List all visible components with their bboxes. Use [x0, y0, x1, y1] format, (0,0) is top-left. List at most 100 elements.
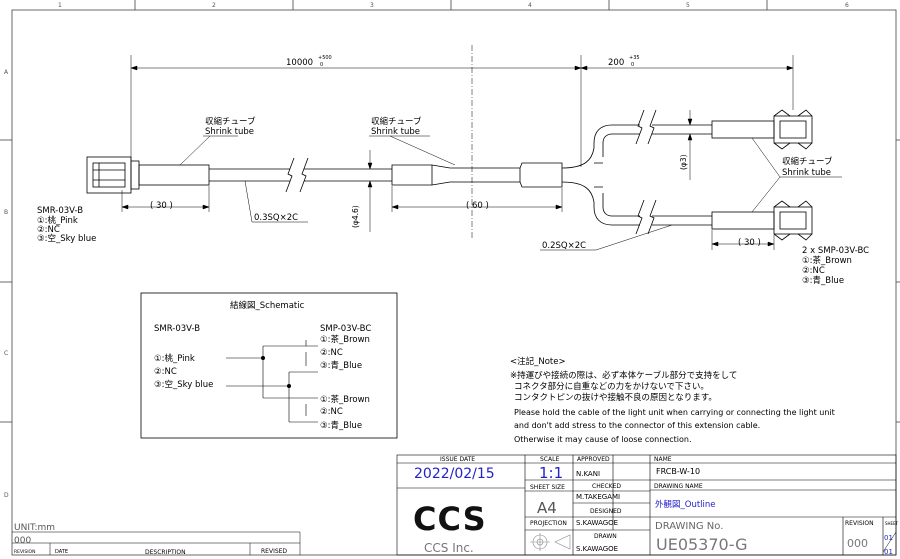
schematic-title: 結線図_Schematic [230, 300, 305, 311]
sheet-label: SHEET [885, 521, 899, 526]
drawing-no: UE05370-G [656, 535, 747, 554]
dim-branch-diameter: (φ3) [679, 154, 688, 170]
dim-cable-length: 10000 [286, 58, 313, 68]
schematic-right-title: SMP-03V-BC [320, 324, 371, 334]
name-label: NAME [654, 456, 672, 463]
note-line-2: コネクタ部分に自重などの力をかけないで下さい。 [514, 381, 709, 392]
row-label-c: C [4, 350, 8, 357]
ccs-logo: CCS [413, 500, 487, 538]
scale-value: 1:1 [539, 464, 563, 482]
row-label-b: B [4, 209, 8, 216]
right-connector-pin-2: ②:NC [802, 266, 825, 276]
projection-symbol-icon [530, 533, 571, 551]
dim-cable-tol-high: +500 [318, 55, 332, 61]
checked-label: CHECKED [592, 483, 621, 490]
shrink-tube-label-right-en: Shrink tube [782, 168, 831, 178]
cable-labels: 10000 +500 0 200 +35 0 収縮チューブ Shrink tub… [37, 55, 869, 286]
sheet-total: 01 [884, 548, 893, 556]
revised-col-header: REVISED [261, 548, 287, 555]
revision-entry: 000 [14, 536, 31, 546]
drawn-name: S.KAWAGOE [576, 545, 618, 553]
description-col-header: DESCRIPTION [145, 549, 186, 556]
schematic-node-1 [261, 356, 265, 360]
approved-label: APPROVED [577, 456, 610, 463]
schematic-right-b-pin-1: ①:茶_Brown [320, 394, 370, 405]
sheet-size-label: SHEET SIZE [530, 484, 565, 491]
left-connector-name: SMR-03V-B [37, 206, 83, 216]
schematic-left-title: SMR-03V-B [154, 324, 200, 334]
col-label-4: 4 [528, 2, 532, 9]
schematic-right-b-pin-2: ②:NC [320, 407, 343, 417]
left-connector-shape [86, 156, 140, 194]
revision-col-header: REVISION [14, 549, 35, 555]
scale-label: SCALE [540, 456, 559, 463]
projection-label: PROJECTION [530, 520, 567, 527]
dim-branch-tol-low: 0 [631, 62, 634, 68]
designed-name: S.KAWAGOE [576, 519, 618, 527]
note-block: <注記_Note> ※持運びや接続の際は、必ず本体ケーブル部分で支持をして コネ… [510, 356, 835, 444]
col-label-3: 3 [370, 2, 374, 9]
note-line-3: コンタクトピンの抜けや接触不良の原因となります。 [514, 392, 717, 403]
note-line-4: Please hold the cable of the light unit … [514, 408, 835, 417]
company-name: CCS Inc. [424, 541, 474, 555]
col-label-6: 6 [845, 2, 849, 9]
schematic-right-a-pin-1: ①:茶_Brown [320, 334, 370, 345]
issue-date-label: ISSUE DATE [440, 456, 475, 463]
schematic-left-pin-3: ③:空_Sky blue [154, 379, 213, 390]
schematic-left-pin-1: ①:桃_Pink [154, 353, 195, 364]
row-label-a: A [4, 69, 9, 76]
cable-branch-spec: 0.2SQ×2C [542, 241, 586, 251]
note-line-6: Otherwise it may cause of loose connecti… [514, 435, 692, 444]
drawing-name: 外観図_Outline [655, 499, 716, 510]
dim-mid-tube: ( 60 ) [466, 201, 489, 211]
dim-left-tube: ( 30 ) [150, 201, 173, 211]
shrink-tube-label-left-jp: 収縮チューブ [205, 116, 256, 127]
schematic-box: 結線図_Schematic SMR-03V-B SMP-03V-BC ①:桃_P… [140, 292, 398, 439]
col-label-1: 1 [58, 2, 62, 9]
revision-block-text: UNIT:mm 000 REVISION DATE DESCRIPTION RE… [14, 523, 287, 556]
dimension-lines [121, 55, 842, 251]
checked-name: M.TAKEGAMI [576, 493, 620, 501]
left-connector-pin-3: ③:空_Sky blue [37, 233, 96, 244]
title-block [396, 454, 897, 556]
right-connector-pin-3: ③:青_Blue [802, 275, 844, 286]
dim-right-tube: ( 30 ) [738, 238, 761, 248]
right-connector-upper-shape [773, 109, 813, 150]
right-connector-pin-1: ①:茶_Brown [802, 255, 852, 266]
title-block-text: ISSUE DATE 2022/02/15 SCALE 1:1 APPROVED… [414, 456, 899, 556]
drawing-no-label: DRAWING No. [655, 521, 723, 532]
dim-cable-tol-low: 0 [320, 62, 323, 68]
schematic-right-a-pin-2: ②:NC [320, 348, 343, 358]
ccs-logo-text: CCS [413, 500, 487, 538]
schematic-node-3 [287, 384, 291, 388]
right-connector-name: 2 x SMP-03V-BC [802, 246, 869, 256]
date-col-header: DATE [55, 549, 68, 555]
row-label-d: D [4, 492, 9, 499]
approved-name: N.KANI [576, 470, 600, 478]
note-line-1: ※持運びや接続の際は、必ず本体ケーブル部分で支持をして [510, 370, 737, 381]
shrink-tube-label-mid-en: Shrink tube [371, 127, 420, 137]
cable-main-spec: 0.3SQ×2C [254, 213, 298, 223]
sheet-number: 01 [884, 534, 893, 542]
revision-label: REVISION [845, 520, 874, 527]
schematic-right-a-pin-3: ③:青_Blue [320, 360, 362, 371]
dim-branch-length: 200 [608, 58, 624, 68]
col-label-5: 5 [686, 2, 690, 9]
left-connector-pin-1: ①:桃_Pink [37, 215, 78, 226]
schematic-left-pin-2: ②:NC [154, 367, 177, 377]
cable-drawing [86, 45, 813, 241]
shrink-tube-label-mid-jp: 収縮チューブ [371, 116, 422, 127]
dim-main-diameter: (φ4.6) [351, 205, 360, 228]
left-connector-pin-2: ②:NC [37, 225, 60, 235]
unit-label: UNIT:mm [14, 523, 55, 533]
product-name: FRCB-W-10 [656, 467, 700, 476]
note-heading: <注記_Note> [510, 356, 566, 367]
drawn-label: DRAWN [594, 533, 617, 540]
drawing-name-label: DRAWING NAME [654, 483, 703, 490]
note-line-5: and don't add stress to the connector of… [514, 421, 760, 430]
schematic-right-b-pin-3: ③:青_Blue [320, 420, 362, 431]
revision-block [12, 531, 301, 555]
dim-branch-tol-high: +35 [629, 55, 640, 61]
sheet-size: A4 [537, 499, 557, 517]
